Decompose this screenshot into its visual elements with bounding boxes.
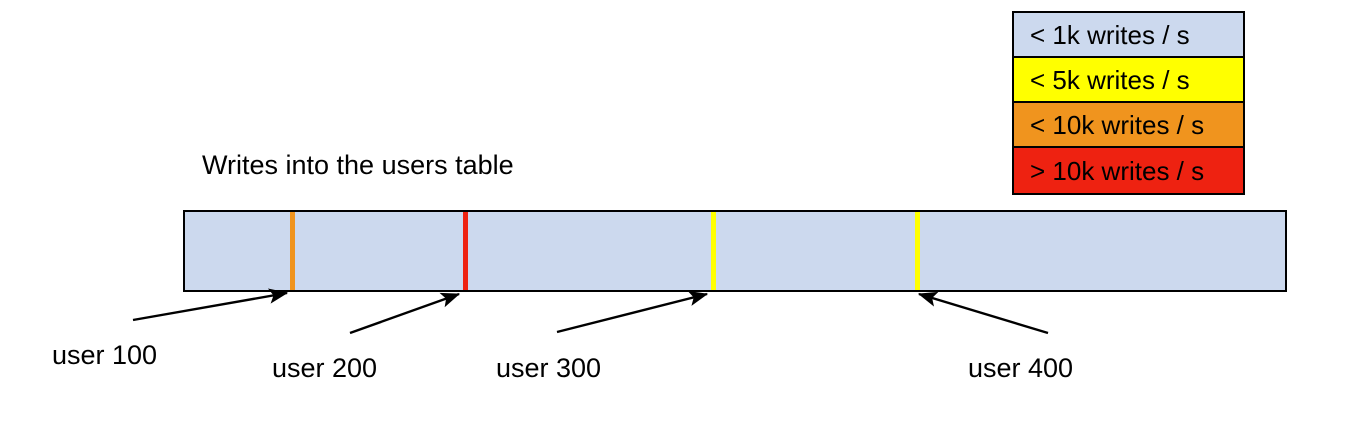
user-100-marker (290, 212, 295, 290)
user-300-marker (711, 212, 716, 290)
callout-label-user-200: user 200 (272, 353, 378, 383)
legend-row-lt-1k: < 1k writes / s (1014, 13, 1243, 58)
legend-label-gt-10k: > 10k writes / s (1030, 155, 1205, 186)
legend-row-lt-10k: < 10k writes / s (1014, 103, 1243, 148)
user-300-arrow (556, 290, 709, 334)
user-400-arrow (917, 291, 1049, 335)
legend-label-lt-5k: < 5k writes / s (1030, 64, 1190, 95)
users-table-bar (183, 210, 1287, 292)
user-400-marker (915, 212, 920, 290)
callout-label-user-400: user 400 (968, 353, 1074, 383)
legend-row-lt-5k: < 5k writes / s (1014, 58, 1243, 103)
user-100-arrow (132, 288, 289, 322)
user-200-arrow (349, 292, 461, 335)
legend-label-lt-1k: < 1k writes / s (1030, 19, 1190, 50)
legend-label-lt-10k: < 10k writes / s (1030, 109, 1205, 140)
user-200-marker (463, 212, 468, 290)
legend: < 1k writes / s < 5k writes / s < 10k wr… (1012, 11, 1245, 195)
chart-title: Writes into the users table (202, 150, 514, 180)
callout-label-user-300: user 300 (496, 353, 602, 383)
callout-label-user-100: user 100 (52, 340, 158, 370)
legend-row-gt-10k: > 10k writes / s (1014, 148, 1243, 193)
